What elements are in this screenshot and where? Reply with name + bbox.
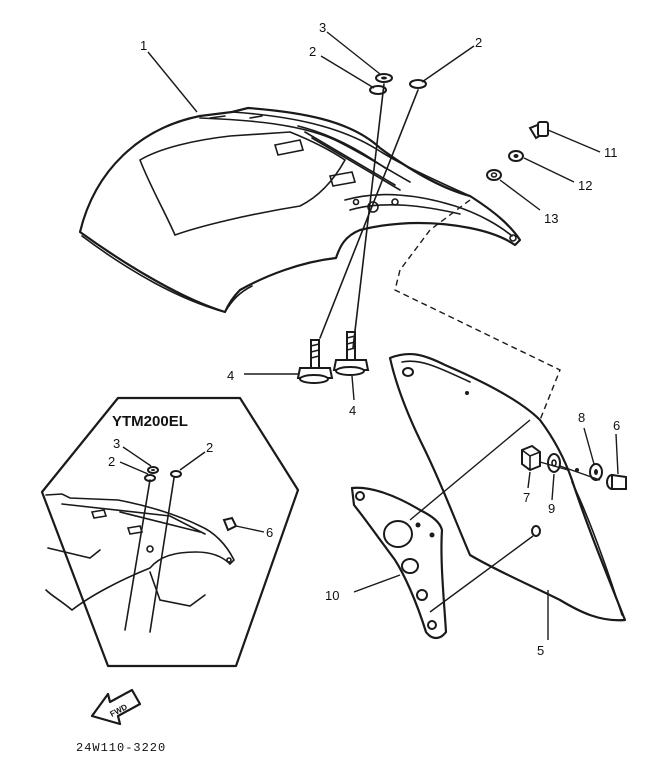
front-fender bbox=[78, 106, 522, 314]
callout-10: 10 bbox=[325, 588, 339, 603]
callout-11: 11 bbox=[604, 145, 618, 160]
drawing-code: 24W110-3220 bbox=[76, 741, 166, 755]
plate-bracket bbox=[350, 486, 448, 640]
callout-4-left: 4 bbox=[227, 368, 234, 383]
inset-callout-2-left: 2 bbox=[108, 454, 115, 469]
washer-part-9 bbox=[547, 453, 561, 473]
callout-13: 13 bbox=[544, 211, 558, 226]
inset-callout-3: 3 bbox=[113, 436, 120, 451]
callout-9: 9 bbox=[548, 501, 555, 516]
washer-part-3 bbox=[375, 73, 393, 83]
callout-12: 12 bbox=[578, 178, 592, 193]
inset-callout-2-right: 2 bbox=[206, 440, 213, 455]
inset-title: YTM200EL bbox=[112, 413, 188, 430]
inset-ytm200el: YTM200EL 3 2 2 6 bbox=[40, 396, 300, 668]
washer-part-8 bbox=[589, 463, 603, 481]
callout-numbers: 1 3 2 2 11 12 13 4 4 8 6 7 9 10 5 bbox=[140, 20, 620, 658]
callout-3: 3 bbox=[319, 20, 326, 35]
assembly-lines bbox=[319, 83, 601, 613]
callout-7: 7 bbox=[523, 490, 530, 505]
inset-callout-6: 6 bbox=[266, 525, 273, 540]
callout-6: 6 bbox=[613, 418, 620, 433]
callout-2-right: 2 bbox=[475, 35, 482, 50]
callout-leaders bbox=[147, 31, 619, 640]
number-plate bbox=[388, 352, 627, 622]
bolt-part-4-right bbox=[332, 331, 370, 376]
callout-8: 8 bbox=[578, 410, 585, 425]
bolt-part-11 bbox=[528, 121, 549, 140]
callout-5: 5 bbox=[537, 643, 544, 658]
callout-2-left: 2 bbox=[309, 44, 316, 59]
fwd-arrow-icon: FWD bbox=[90, 688, 142, 726]
nut-part-7 bbox=[521, 444, 541, 472]
bolt-part-6 bbox=[606, 473, 627, 490]
callout-4-right: 4 bbox=[349, 403, 356, 418]
washer-part-12 bbox=[508, 150, 524, 162]
bolt-part-4-left bbox=[296, 339, 334, 384]
washer-part-13 bbox=[486, 169, 502, 181]
callout-1: 1 bbox=[140, 38, 147, 53]
